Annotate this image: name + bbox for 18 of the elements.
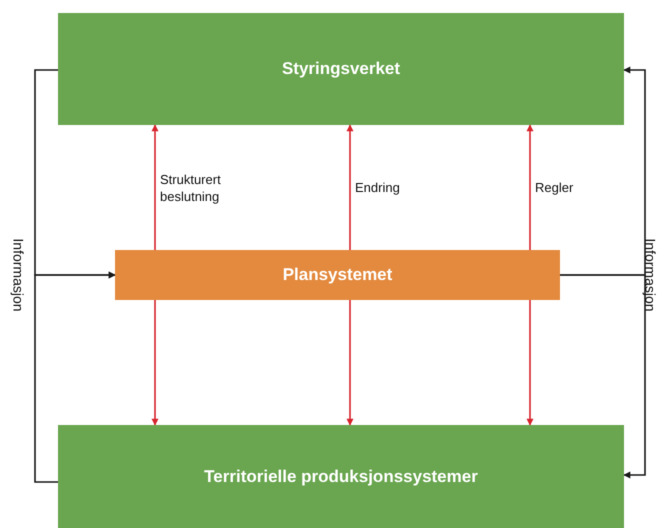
arrow: [526, 124, 534, 250]
side-label: Informasjon: [642, 238, 658, 312]
arrow: [346, 300, 354, 426]
production-systems-box: [58, 425, 624, 528]
planning-system-bar: [115, 250, 560, 300]
governance-box: [58, 13, 624, 125]
node-title: Styringsverket: [282, 59, 400, 79]
arrow: [152, 300, 158, 426]
side-label: Informasjon: [10, 238, 26, 312]
node-title: Plansystemet: [282, 265, 392, 285]
edge-label: Endring: [355, 180, 400, 197]
connector-arrow: [560, 274, 646, 478]
edge-label: Regler: [535, 180, 574, 197]
connector-arrow: [34, 272, 116, 483]
arrow: [152, 124, 158, 250]
node-title: Territorielle produksjonssystemer: [204, 466, 478, 486]
arrow: [526, 300, 534, 426]
arrow: [346, 124, 354, 250]
